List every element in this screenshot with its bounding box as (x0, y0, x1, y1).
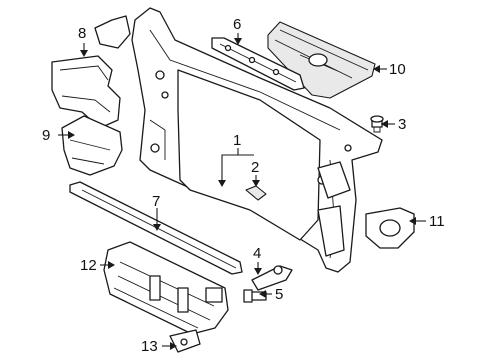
part-2-clip (245, 185, 267, 201)
part-3-bolt (370, 115, 384, 133)
callout-5: 5 (275, 286, 284, 303)
callout-9: 9 (42, 127, 51, 144)
callout-1: 1 (233, 132, 242, 149)
part-13-small-bracket (169, 329, 201, 353)
callout-11: 11 (429, 213, 445, 230)
part-10-cover-panel (267, 21, 376, 99)
leader-1 (221, 148, 254, 182)
part-8-upper-air-guide (51, 15, 131, 129)
part-6-upper-strip (211, 37, 305, 91)
callout-3: 3 (398, 116, 407, 133)
part-4-latch (251, 265, 293, 291)
callout-2: 2 (251, 159, 260, 176)
callout-7: 7 (152, 193, 161, 210)
part-9-lower-air-guide (61, 115, 123, 176)
part-1-radiator-support (131, 7, 383, 273)
callout-10: 10 (389, 61, 406, 78)
leader-lines (58, 33, 426, 350)
callout-4: 4 (253, 245, 262, 262)
callout-8: 8 (78, 25, 87, 42)
part-12-shutter-frame (103, 241, 229, 335)
callout-6: 6 (233, 16, 242, 33)
callout-13: 13 (141, 338, 158, 355)
part-11-bracket (365, 207, 415, 249)
callout-12: 12 (80, 257, 97, 274)
